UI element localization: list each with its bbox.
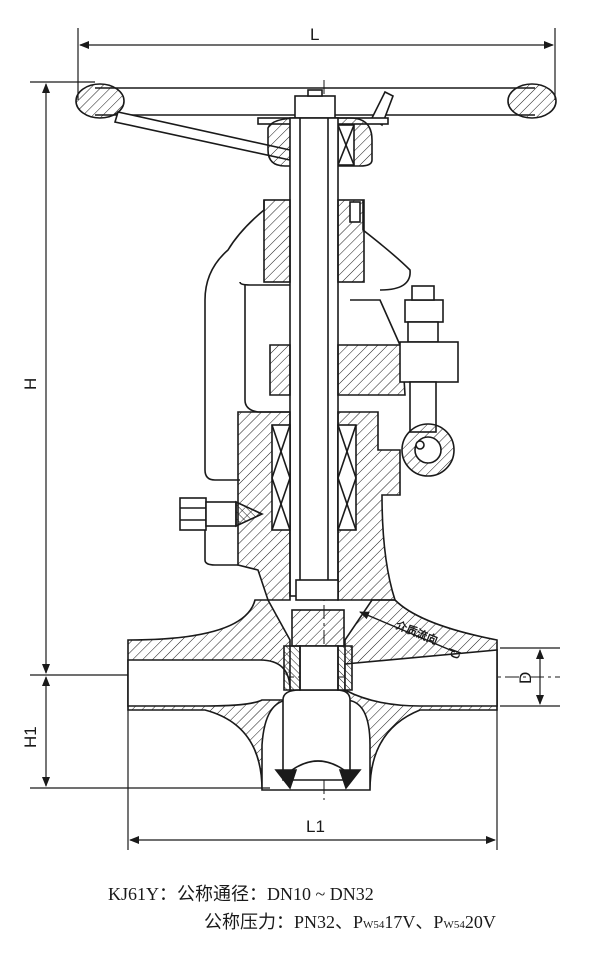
dimension-L1-label: L1 bbox=[306, 817, 325, 836]
dimension-L1 bbox=[127, 700, 498, 850]
packing-gland-upper bbox=[263, 199, 365, 283]
valve-drawing: L H H1 L1 D bbox=[21, 25, 560, 850]
pressure-pw-20: PW5420V bbox=[433, 912, 496, 932]
dimension-H1-label: H1 bbox=[21, 726, 40, 748]
caption: KJ61Y：公称通径：DN10 ~ DN32 公称压力：PN32、PW5417V… bbox=[108, 880, 496, 939]
model-code: KJ61Y： bbox=[108, 884, 178, 904]
dimension-H bbox=[30, 81, 140, 676]
flow-direction-arrow bbox=[359, 611, 456, 653]
nominal-pressure-label: 公称压力： bbox=[204, 912, 294, 932]
dimension-H-label: H bbox=[21, 378, 40, 390]
nominal-diameter-value: DN10 ~ DN32 bbox=[267, 884, 374, 904]
valve-stem bbox=[289, 117, 339, 597]
pressure-pn: PN32、 bbox=[294, 912, 354, 932]
nominal-diameter-label: 公称通径： bbox=[177, 884, 268, 904]
dimension-D-label: D bbox=[516, 672, 535, 684]
bonnet-body bbox=[237, 411, 401, 601]
dimension-L bbox=[77, 28, 556, 100]
dimension-L-label: L bbox=[310, 25, 319, 44]
side-bolt bbox=[179, 497, 264, 566]
caption-line-2: 公称压力：PN32、PW5417V、PW5420V bbox=[108, 908, 496, 939]
disc-assembly bbox=[283, 579, 353, 691]
caption-line-1: KJ61Y：公称通径：DN10 ~ DN32 bbox=[108, 880, 496, 908]
pressure-pw-17: PW5417V、 bbox=[353, 912, 434, 932]
dimension-H1 bbox=[30, 676, 270, 789]
gland-flange bbox=[269, 285, 459, 477]
